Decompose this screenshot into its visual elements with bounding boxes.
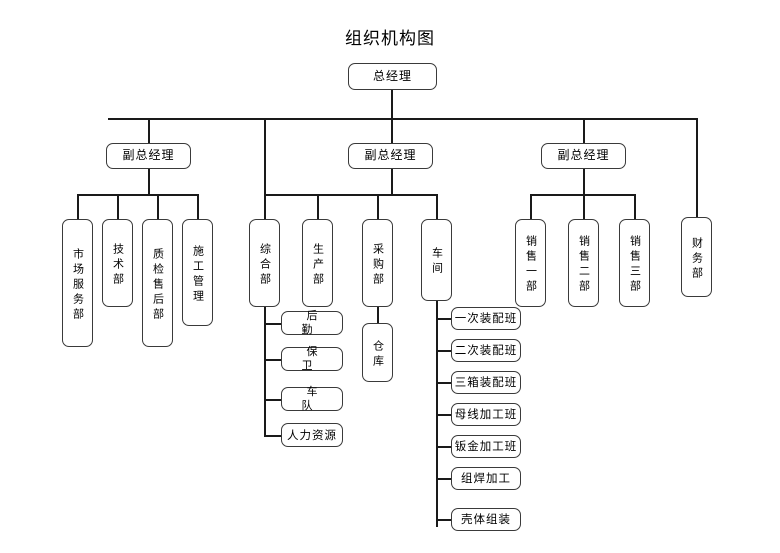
node-sales-dept-2[interactable]: 销售二部 [568, 219, 599, 307]
connector-ws-branch-3 [436, 382, 452, 384]
node-general-affairs-dept[interactable]: 综合部 [249, 219, 280, 307]
node-technology-dept[interactable]: 技术部 [102, 219, 133, 307]
node-general-manager[interactable]: 总经理 [348, 63, 437, 90]
connector-drop-left-4 [197, 194, 199, 220]
connector-drop-vp1 [148, 118, 150, 144]
connector-vp1-stem [148, 169, 150, 196]
connector-left-bus [77, 194, 199, 196]
node-welding-processing[interactable]: 组焊加工 [451, 467, 521, 490]
connector-drop-mid-1 [264, 194, 266, 220]
connector-middle-bus [264, 194, 438, 196]
node-assembly-line-3[interactable]: 三箱装配班 [451, 371, 521, 394]
node-purchasing-dept[interactable]: 采购部 [362, 219, 393, 307]
connector-ws-branch-4 [436, 414, 452, 416]
connector-ga-branch-4 [264, 435, 282, 437]
node-assembly-line-2[interactable]: 二次装配班 [451, 339, 521, 362]
node-production-dept[interactable]: 生产部 [302, 219, 333, 307]
connector-purchasing-to-warehouse [377, 307, 379, 324]
connector-drop-mid-4 [436, 194, 438, 220]
connector-ws-branch-6 [436, 478, 452, 480]
connector-ws-branch-5 [436, 446, 452, 448]
connector-top-bus [108, 118, 698, 120]
node-vice-president-2[interactable]: 副总经理 [348, 143, 433, 169]
node-sheet-metal-processing[interactable]: 钣金加工班 [451, 435, 521, 458]
node-warehouse[interactable]: 仓库 [362, 323, 393, 382]
node-finance-dept[interactable]: 财务部 [681, 217, 712, 297]
node-sales-dept-1[interactable]: 销售一部 [515, 219, 546, 307]
node-logistics[interactable]: 后 勤 [281, 309, 343, 336]
connector-general-affairs-spine [264, 307, 266, 436]
node-busbar-processing[interactable]: 母线加工班 [451, 403, 521, 426]
node-security[interactable]: 保 卫 [281, 345, 343, 372]
connector-root-stem [391, 90, 393, 119]
connector-vp3-stem [583, 169, 585, 196]
connector-ws-branch-1 [436, 318, 452, 320]
connector-ws-branch-7 [436, 519, 452, 521]
page-title: 组织机构图 [345, 29, 435, 49]
connector-drop-mid-3 [377, 194, 379, 220]
node-sales-dept-3[interactable]: 销售三部 [619, 219, 650, 307]
node-quality-aftersales-dept[interactable]: 质检售后部 [142, 219, 173, 347]
node-vice-president-3[interactable]: 副总经理 [541, 143, 626, 169]
connector-drop-left-1 [77, 194, 79, 220]
connector-drop-left-3 [157, 194, 159, 220]
connector-drop-right-2 [583, 194, 585, 220]
connector-drop-mid-2 [317, 194, 319, 220]
connector-drop-left-2 [117, 194, 119, 220]
connector-ga-branch-3 [264, 399, 282, 401]
connector-drop-finance [696, 118, 698, 217]
connector-drop-right-3 [634, 194, 636, 220]
node-vice-president-1[interactable]: 副总经理 [106, 143, 191, 169]
node-fleet[interactable]: 车 队 [281, 385, 343, 412]
connector-vp2-stem [391, 169, 393, 196]
connector-ws-branch-2 [436, 350, 452, 352]
connector-drop-vp3 [583, 118, 585, 144]
connector-ga-branch-2 [264, 359, 282, 361]
node-assembly-line-1[interactable]: 一次装配班 [451, 307, 521, 330]
node-construction-management[interactable]: 施工管理 [182, 219, 213, 326]
node-shell-assembly[interactable]: 壳体组装 [451, 508, 521, 531]
connector-ga-branch-1 [264, 323, 282, 325]
connector-drop-middle-branch [264, 118, 266, 195]
connector-drop-right-1 [530, 194, 532, 220]
node-workshop[interactable]: 车间 [421, 219, 452, 301]
connector-drop-vp2 [391, 118, 393, 144]
node-market-service-dept[interactable]: 市场服务部 [62, 219, 93, 347]
node-human-resources[interactable]: 人力资源 [281, 423, 343, 447]
